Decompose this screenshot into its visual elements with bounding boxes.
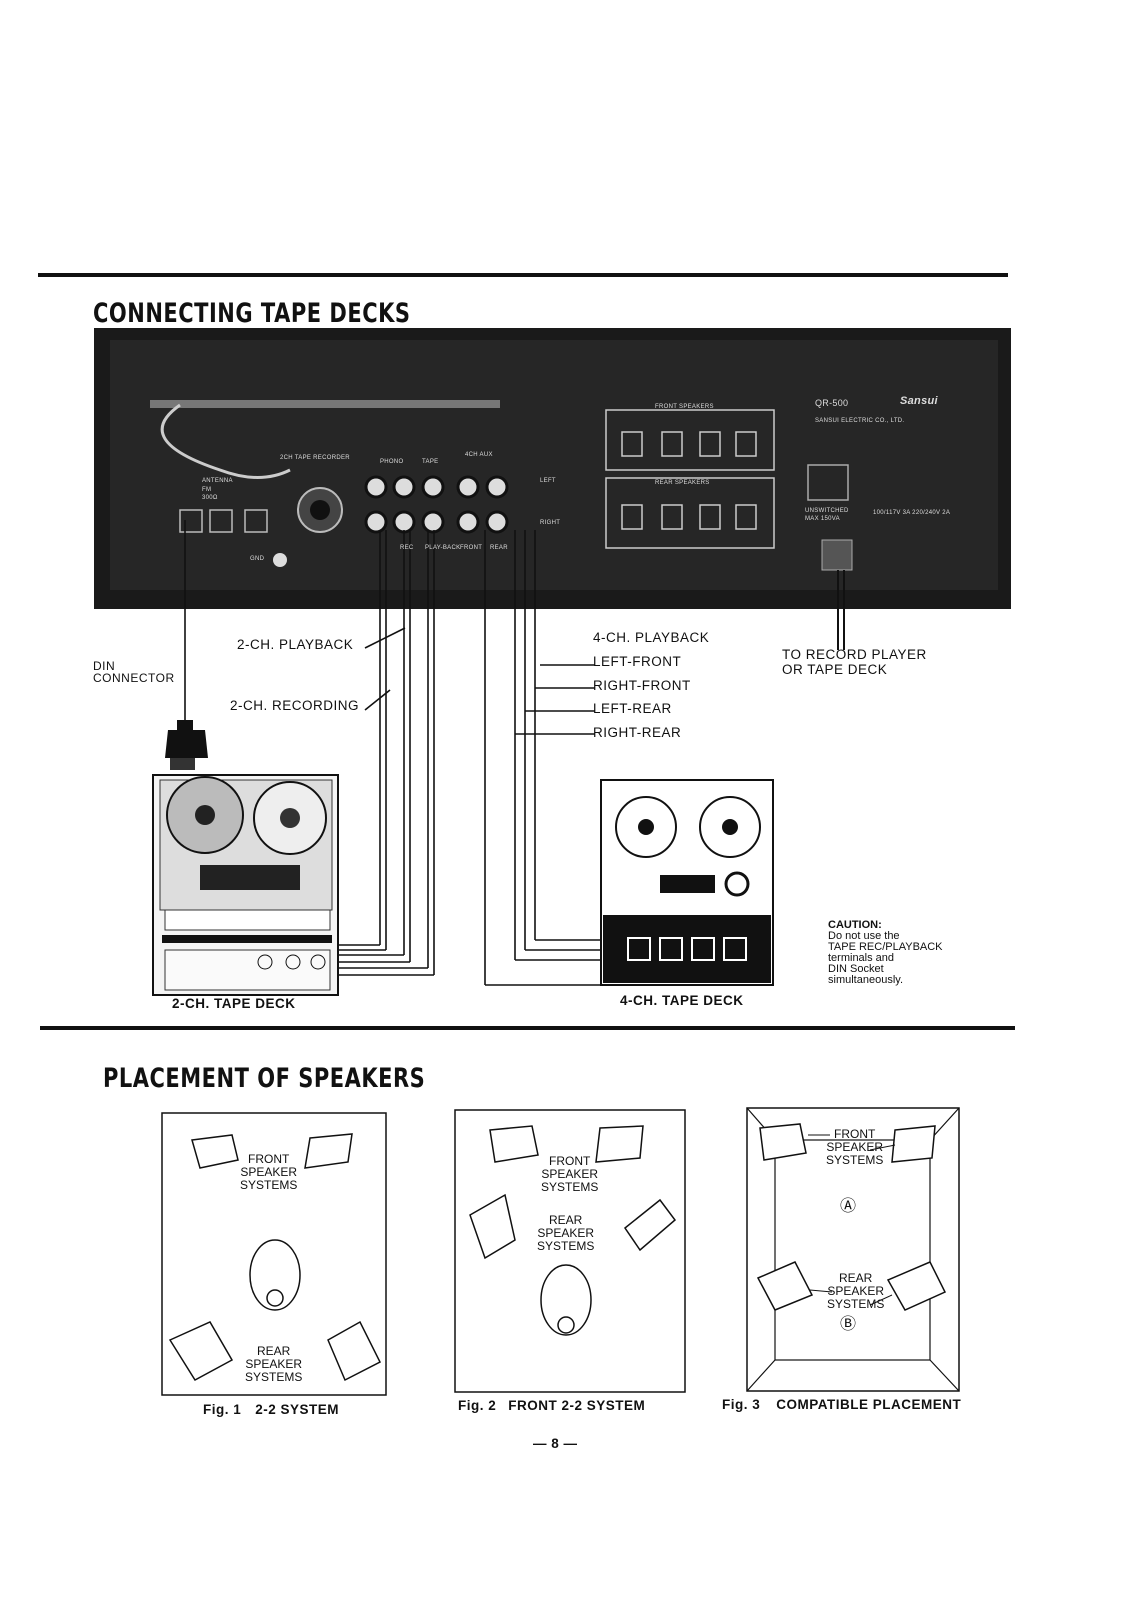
- panel-gnd: GND: [250, 556, 265, 562]
- label-right-rear: RIGHT-REAR: [593, 725, 682, 740]
- panel-rec: REC: [400, 545, 414, 551]
- antenna-wire: [160, 403, 291, 479]
- fig3-caption-text: COMPATIBLE PLACEMENT: [776, 1397, 962, 1412]
- rear-speakers-box: [605, 477, 775, 549]
- label-2ch-recording: 2-CH. RECORDING: [230, 698, 360, 713]
- fig2-caption-text: FRONT 2-2 SYSTEM: [508, 1398, 646, 1413]
- panel-left: LEFT: [540, 478, 556, 484]
- caution-line: DIN Socket: [828, 963, 884, 975]
- din-plug-icon: [165, 720, 208, 770]
- fig2-front-line: SYSTEMS: [541, 1180, 599, 1194]
- caution-note: CAUTION: Do not use the TAPE REC/PLAYBAC…: [828, 920, 943, 986]
- caution-heading: CAUTION:: [828, 919, 882, 931]
- label-left-rear: LEFT-REAR: [593, 701, 672, 716]
- label-din-2: CONNECTOR: [93, 671, 175, 685]
- label-2ch-playback: 2-CH. PLAYBACK: [237, 637, 354, 652]
- fig2-rear-label: REAR SPEAKER SYSTEMS: [537, 1214, 594, 1253]
- panel-rear: REAR: [490, 545, 508, 551]
- rca-jacks-top: [364, 475, 509, 499]
- fig2-caption: Fig. 2 FRONT 2-2 SYSTEM: [458, 1398, 645, 1413]
- caption-2ch-deck: 2-CH. TAPE DECK: [172, 996, 296, 1011]
- fig2-rear-line: REAR: [549, 1213, 583, 1227]
- label-record-player-2: OR TAPE DECK: [782, 662, 888, 677]
- fig1-front-line: FRONT: [248, 1152, 290, 1166]
- fig1-caption-num: Fig. 1: [203, 1402, 242, 1417]
- page-number: — 8 —: [533, 1436, 578, 1451]
- tape-deck-4ch-illustration: [600, 779, 774, 986]
- fig1-caption: Fig. 1 2-2 SYSTEM: [203, 1402, 339, 1417]
- label-right-front: RIGHT-FRONT: [593, 678, 691, 693]
- fig2-caption-num: Fig. 2: [458, 1398, 497, 1413]
- fig3-caption-num: Fig. 3: [722, 1397, 761, 1412]
- fig3-front-line: SYSTEMS: [826, 1153, 884, 1167]
- fig3-rear-line: SPEAKER: [827, 1284, 885, 1298]
- panel-rear-speakers: REAR SPEAKERS: [655, 480, 710, 486]
- fig2-front-line: FRONT: [549, 1154, 591, 1168]
- panel-unswitched: UNSWITCHED: [805, 508, 849, 514]
- fig1-rear-line: SYSTEMS: [245, 1370, 303, 1384]
- fig2-rear-line: SYSTEMS: [537, 1239, 595, 1253]
- label-4ch-playback: 4-CH. PLAYBACK: [593, 630, 710, 645]
- fig3-front-line: FRONT: [834, 1127, 876, 1141]
- caution-line: Do not use the: [828, 930, 900, 942]
- caution-line: TAPE REC/PLAYBACK: [828, 941, 943, 953]
- label-record-player-1: TO RECORD PLAYER: [782, 647, 927, 662]
- fig3-rear-line: REAR: [839, 1271, 873, 1285]
- section-title-placement: PLACEMENT OF SPEAKERS: [103, 1063, 426, 1093]
- fig3-front-label: FRONT SPEAKER SYSTEMS: [826, 1128, 883, 1167]
- fig1-caption-text: 2-2 SYSTEM: [255, 1402, 340, 1417]
- rca-jacks-bottom: [364, 510, 509, 534]
- fig3-marker-b: Ⓑ: [840, 1316, 857, 1333]
- panel-brand: Sansui: [900, 395, 938, 407]
- panel-ohm: 300Ω: [202, 495, 218, 501]
- fig1-rear-line: SPEAKER: [245, 1357, 303, 1371]
- label-left-front: LEFT-FRONT: [593, 654, 682, 669]
- cables: [184, 520, 600, 986]
- fig3-front-line: SPEAKER: [826, 1140, 884, 1154]
- top-rule: [38, 273, 1008, 277]
- panel-max: MAX 150VA: [805, 516, 840, 522]
- fig1-rear-line: REAR: [257, 1344, 291, 1358]
- fig1-front-line: SPEAKER: [240, 1165, 298, 1179]
- panel-model: QR-500: [815, 398, 849, 408]
- panel-phono: PHONO: [380, 459, 404, 465]
- fig3-rear-line: SYSTEMS: [827, 1297, 885, 1311]
- panel-right: RIGHT: [540, 520, 561, 526]
- fig1-frame: [161, 1112, 387, 1396]
- panel-front: FRONT: [460, 545, 483, 551]
- panel-tape-recorder: 2CH TAPE RECORDER: [280, 455, 350, 461]
- fig1-front-line: SYSTEMS: [240, 1178, 298, 1192]
- panel-antenna: ANTENNA: [202, 478, 233, 484]
- panel-playback: PLAY-BACK: [425, 545, 461, 551]
- gnd-terminal: [273, 553, 287, 567]
- speaker-icons: [168, 1123, 947, 1382]
- panel-aux: 4CH AUX: [465, 452, 493, 458]
- fig2-front-line: SPEAKER: [541, 1167, 599, 1181]
- panel-volts: 100/117V 3A 220/240V 2A: [873, 510, 951, 516]
- fig3-frame: [746, 1107, 960, 1392]
- fig2-frame: [454, 1109, 686, 1393]
- panel-maker: SANSUI ELECTRIC CO., LTD.: [815, 418, 905, 424]
- panel-front-speakers: FRONT SPEAKERS: [655, 404, 714, 410]
- fig2-rear-line: SPEAKER: [537, 1226, 595, 1240]
- panel-tape: TAPE: [422, 459, 439, 465]
- listener-icons: [249, 1239, 592, 1336]
- fig1-rear-label: REAR SPEAKER SYSTEMS: [245, 1345, 302, 1384]
- fig3-rear-label: REAR SPEAKER SYSTEMS: [827, 1272, 884, 1311]
- fig3-caption: Fig. 3 COMPATIBLE PLACEMENT: [722, 1397, 961, 1412]
- fig3-marker-a: Ⓐ: [840, 1198, 857, 1215]
- tape-deck-2ch-illustration: [152, 774, 339, 996]
- panel-fm: FM: [202, 487, 212, 493]
- caption-4ch-deck: 4-CH. TAPE DECK: [620, 993, 744, 1008]
- label-din-1: DIN: [93, 659, 116, 673]
- front-speakers-box: [605, 409, 775, 471]
- section-title-connecting: CONNECTING TAPE DECKS: [93, 298, 411, 328]
- middle-rule: [40, 1026, 1015, 1030]
- caution-line: terminals and: [828, 952, 895, 964]
- fig1-front-label: FRONT SPEAKER SYSTEMS: [240, 1153, 297, 1192]
- fig2-front-label: FRONT SPEAKER SYSTEMS: [541, 1155, 598, 1194]
- caution-line: simultaneously.: [828, 974, 903, 986]
